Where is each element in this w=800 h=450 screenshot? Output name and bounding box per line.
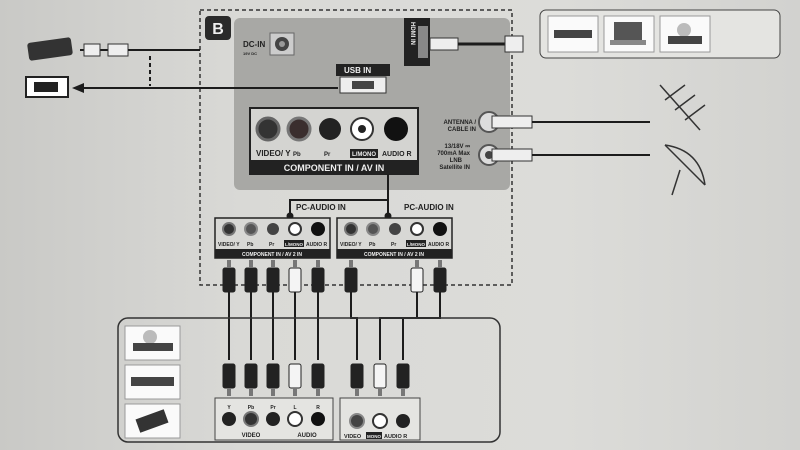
device-component-jacks [222, 411, 325, 427]
rca-plug [373, 363, 387, 396]
cable-wire [350, 292, 358, 360]
component-av2-title: COMPONENT IN / AV 2 IN [364, 252, 424, 258]
pc-audio-label: PC-AUDIO IN [296, 203, 346, 212]
component-main-jacks [255, 116, 408, 142]
usb-drive-icon [25, 76, 69, 98]
satellite-label-3: LNB [450, 158, 463, 164]
usb-in-label: USB IN [344, 66, 371, 75]
external-hdd-icon [27, 37, 73, 61]
rca-plug [410, 260, 424, 293]
rca-plug [350, 363, 364, 396]
video-group-label: VIDEO [242, 433, 261, 439]
arrow-icon [72, 83, 84, 93]
antenna-label-2: CABLE IN [448, 127, 476, 133]
bluray-player-icon [547, 15, 599, 53]
rca-plug [311, 363, 325, 396]
jack-label: Pr [269, 242, 274, 248]
dvd-player-icon [124, 325, 181, 361]
component-av2-title: COMPONENT IN / AV 2 IN [242, 252, 302, 258]
jack-label: Pr [391, 242, 396, 248]
jack-label: Pr [270, 405, 275, 411]
jack-label: L/MONO [285, 242, 303, 247]
satellite-dish-icon [664, 144, 706, 196]
component-av2-block-1: PC-AUDIO IN COMPONENT IN / AV 2 IN VIDEO… [214, 203, 346, 259]
satellite-label-4: Satellite IN [439, 165, 470, 171]
vcr-icon [124, 364, 181, 400]
jack-label: Pb [248, 405, 254, 411]
source-devices-box [117, 317, 501, 443]
jack-label-pb: Pb [293, 152, 301, 158]
jack-label-pr: Pr [324, 152, 331, 158]
jack-label: Y [227, 405, 231, 411]
dc-in-sublabel: 19V DC [243, 51, 257, 56]
rca-plug [396, 363, 410, 396]
cable-wire [402, 292, 441, 360]
rca-plug [266, 363, 280, 396]
jack-label-l-mono: L/MONO [352, 152, 376, 158]
rca-cables [222, 260, 447, 396]
rca-plug [222, 260, 236, 293]
jack-label: AUDIO R [428, 242, 450, 248]
rca-plug [433, 260, 447, 293]
jack-label: Pb [369, 242, 375, 248]
cable-wire [379, 292, 418, 360]
component-av2-block-2: PC-AUDIO IN COMPONENT IN / AV 2 IN VIDEO… [336, 203, 454, 259]
camcorder-icon [124, 403, 181, 439]
antenna-icon [659, 84, 706, 131]
jack-label-audio-r: AUDIO R [382, 151, 412, 158]
hdmi-label: HDMI IN [409, 22, 415, 45]
jack-label: Pb [247, 242, 253, 248]
rca-plug [311, 260, 325, 293]
jack-label: VIDEO/ Y [218, 242, 240, 248]
rca-plug [222, 363, 236, 396]
audio-group-label: AUDIO [297, 433, 317, 439]
av-mono-label: MONO [367, 434, 381, 439]
jack-label-video-y: VIDEO/ Y [256, 149, 291, 158]
antenna-label: ANTENNA / [444, 120, 477, 126]
jack-label: R [316, 405, 320, 411]
rca-plug [288, 363, 302, 396]
component-av-in-title: COMPONENT IN / AV IN [284, 163, 385, 173]
rca-plug [244, 363, 258, 396]
jack-label: L/MONO [407, 242, 425, 247]
jack-label: VIDEO/ Y [340, 242, 362, 248]
dc-in-label: DC-IN [243, 40, 265, 49]
satellite-label: 13/18V ⎓ [445, 144, 471, 150]
set-top-box-icon [659, 15, 711, 53]
rca-plug [244, 260, 258, 293]
satellite-label-2: 700mA Max [437, 151, 470, 157]
rca-plug [344, 260, 358, 293]
rca-plug [266, 260, 280, 293]
jack-label: L [293, 405, 296, 411]
pc-audio-label: PC-AUDIO IN [404, 203, 454, 212]
jack-label: AUDIO R [306, 242, 328, 248]
section-badge [205, 16, 231, 40]
laptop-icon [603, 15, 655, 53]
usb-label-bg [336, 64, 390, 76]
rca-plug [288, 260, 302, 293]
badge-label: B [212, 21, 224, 38]
av-video-label: VIDEO [344, 434, 362, 440]
av-audio-label: AUDIO R [384, 434, 407, 440]
